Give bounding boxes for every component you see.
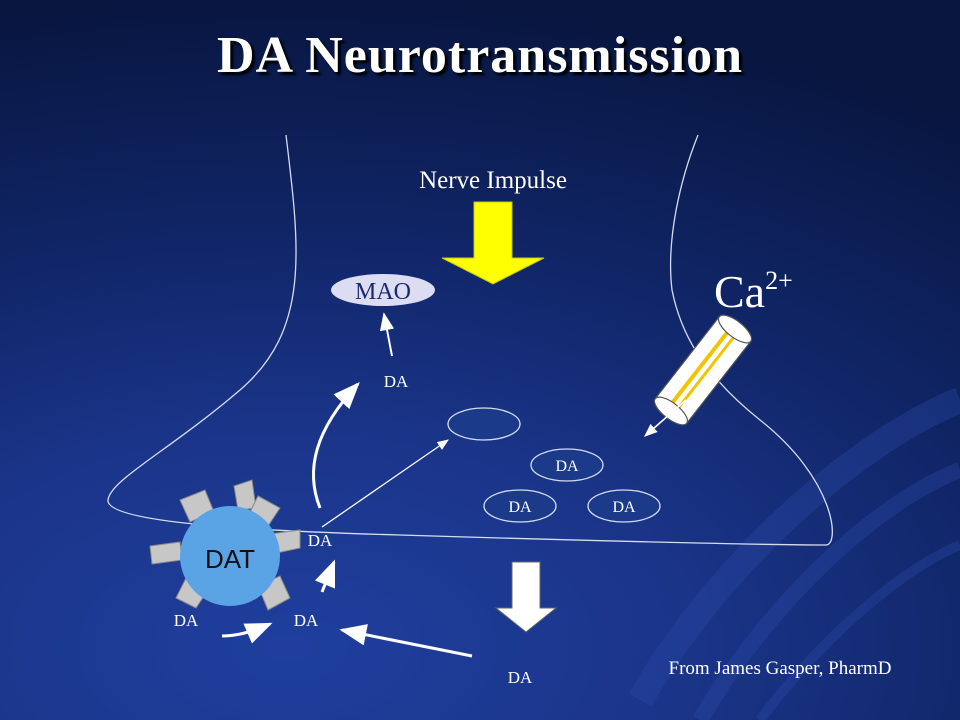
dopamine-label-released: DA — [508, 668, 533, 687]
slide-title: DA Neurotransmission — [216, 27, 744, 84]
calcium-symbol: Ca — [714, 266, 765, 317]
nerve-impulse-label: Nerve Impulse — [419, 167, 567, 194]
dopamine-label-intracellular: DA — [308, 531, 333, 550]
dopamine-label-synapse-right: DA — [294, 611, 319, 630]
neuron-membrane — [107, 134, 833, 546]
dopamine-label-synapse-left: DA — [174, 611, 199, 630]
arrow-reuptake-into-dat — [314, 559, 336, 593]
dopamine-vesicle — [530, 448, 604, 482]
calcium-channel — [653, 314, 753, 426]
nerve-impulse-arrow — [441, 201, 545, 285]
vesicle-dopamine-label: DA — [508, 499, 532, 516]
arrow-to-vesicle — [321, 439, 449, 528]
calcium-influx-arrow — [643, 399, 687, 437]
arrow-da-to-mao — [379, 312, 395, 357]
vesicle-dopamine-label: DA — [612, 499, 636, 516]
empty-vesicle — [447, 407, 521, 441]
calcium-charge: 2+ — [765, 266, 793, 295]
release-arrow — [494, 561, 558, 633]
dat-transporter — [149, 479, 301, 611]
vesicle-dopamine-label: DA — [555, 458, 579, 475]
mao-enzyme — [331, 274, 435, 306]
dopamine-vesicle — [483, 489, 557, 523]
dopamine-vesicle — [587, 489, 661, 523]
dopamine-label-to-mao: DA — [384, 372, 409, 391]
mao-label: MAO — [355, 279, 411, 305]
calcium-label: Ca2+ — [714, 266, 793, 317]
arrow-released-da-to-dat — [339, 624, 473, 658]
source-credit: From James Gasper, PharmD — [669, 658, 892, 679]
background-swooshes — [628, 387, 960, 720]
dat-label: DAT — [205, 544, 255, 574]
arrow-synapse-da-to-dat — [221, 622, 273, 644]
arrow-to-cytosol — [311, 382, 360, 509]
